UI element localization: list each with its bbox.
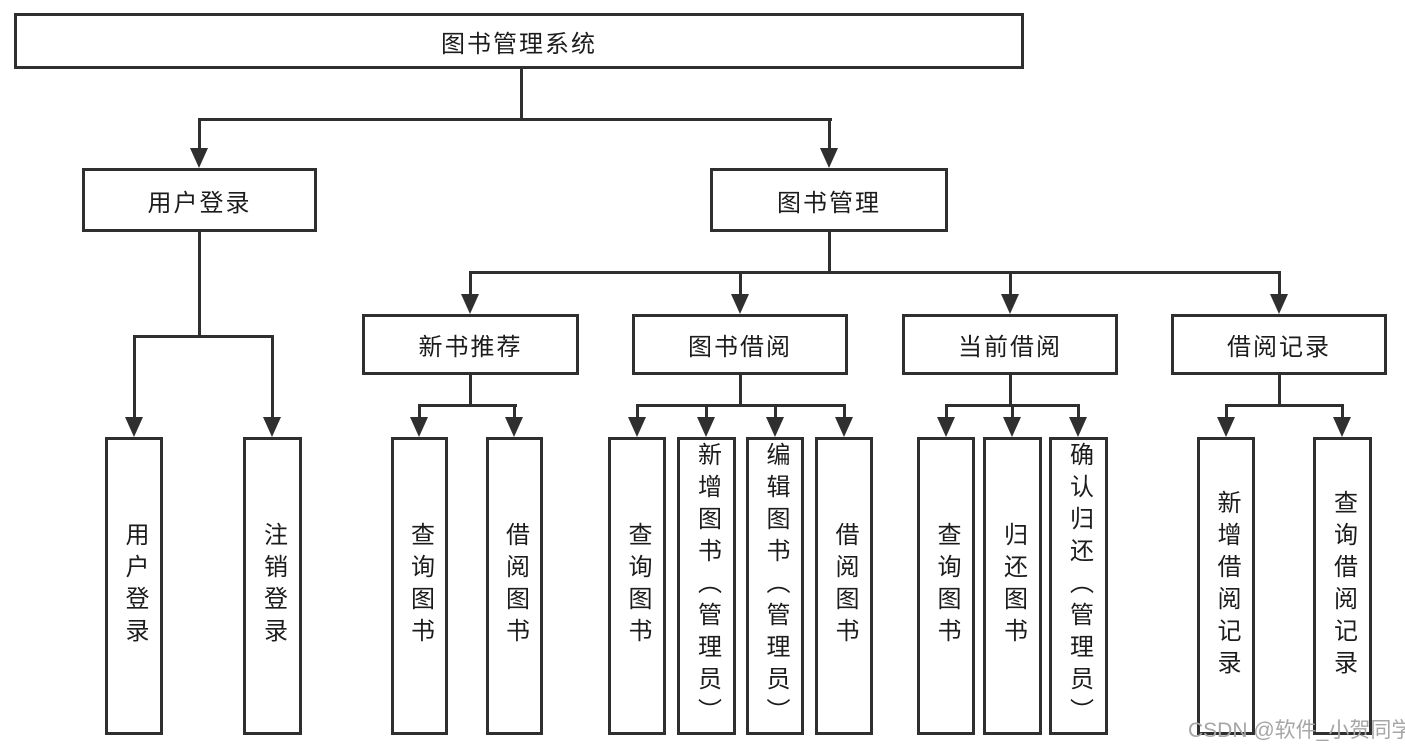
csdn-watermark: CSDN @软件_小贺同学 [1188, 719, 1405, 742]
arrow-down-icon [820, 148, 838, 168]
arrow-down-icon [190, 148, 208, 168]
arrow-down-icon [125, 417, 143, 437]
connector-drop [828, 118, 831, 150]
connector-drop [739, 271, 742, 296]
connector-branch-stem [1009, 375, 1012, 406]
connector-drop [1077, 404, 1080, 419]
connector-drop [843, 404, 846, 419]
arrow-down-icon [1001, 294, 1019, 314]
arrow-down-icon [766, 417, 784, 437]
arrow-down-icon [731, 294, 749, 314]
arrow-down-icon [835, 417, 853, 437]
connector-drop [1225, 404, 1228, 419]
connector-book-mgmt-stem [828, 232, 831, 274]
node-book-management: 图书管理 [710, 168, 948, 232]
node-borrow-records: 借阅记录 [1171, 314, 1387, 375]
node-current-borrow: 当前借阅 [902, 314, 1118, 375]
connector-drop [271, 335, 274, 419]
arrow-down-icon [505, 417, 523, 437]
leaf-add-book-admin: 新增图书（管理员） [677, 437, 736, 735]
node-book-borrow: 图书借阅 [632, 314, 848, 375]
arrow-down-icon [628, 417, 646, 437]
connector-level3-rail [469, 271, 1281, 274]
connector-user-login-rail [133, 335, 274, 338]
arrow-down-icon [937, 417, 955, 437]
connector-branch-stem [739, 375, 742, 406]
leaf-query-borrow-record: 查询借阅记录 [1313, 437, 1372, 735]
arrow-down-icon [697, 417, 715, 437]
connector-user-login-stem [198, 232, 201, 337]
leaf-logout: 注销登录 [243, 437, 302, 735]
connector-drop [636, 404, 639, 419]
connector-drop [705, 404, 708, 419]
connector-drop [469, 271, 472, 296]
connector-drop [133, 335, 136, 419]
node-root: 图书管理系统 [14, 13, 1024, 69]
node-user-login: 用户登录 [82, 168, 317, 232]
connector-drop [1011, 404, 1014, 419]
connector-drop [945, 404, 948, 419]
connector-root-stem [520, 69, 523, 120]
arrow-down-icon [1217, 417, 1235, 437]
arrow-down-icon [1003, 417, 1021, 437]
connector-drop [513, 404, 516, 419]
connector-branch-rail [418, 404, 517, 407]
arrow-down-icon [410, 417, 428, 437]
leaf-query-book-borrow: 查询图书 [608, 437, 666, 735]
leaf-confirm-return-admin: 确认归还（管理员） [1049, 437, 1108, 735]
arrow-down-icon [1069, 417, 1087, 437]
connector-drop [774, 404, 777, 419]
node-new-book-recommend: 新书推荐 [362, 314, 579, 375]
leaf-add-borrow-record: 新增借阅记录 [1197, 437, 1255, 735]
connector-branch-stem [1278, 375, 1281, 406]
connector-drop [1009, 271, 1012, 296]
connector-branch-rail [1225, 404, 1344, 407]
connector-drop [418, 404, 421, 419]
connector-drop [198, 118, 201, 150]
connector-level1-rail [198, 118, 832, 121]
leaf-query-book-recommend: 查询图书 [391, 437, 448, 735]
leaf-return-book: 归还图书 [983, 437, 1042, 735]
arrow-down-icon [1333, 417, 1351, 437]
connector-drop [1341, 404, 1344, 419]
leaf-query-book-current: 查询图书 [917, 437, 975, 735]
connector-branch-rail [636, 404, 846, 407]
connector-drop [1278, 271, 1281, 296]
leaf-borrow-book: 借阅图书 [815, 437, 873, 735]
leaf-edit-book-admin: 编辑图书（管理员） [746, 437, 804, 735]
connector-branch-stem [469, 375, 472, 406]
arrow-down-icon [461, 294, 479, 314]
arrow-down-icon [263, 417, 281, 437]
leaf-borrow-book-recommend: 借阅图书 [486, 437, 543, 735]
arrow-down-icon [1270, 294, 1288, 314]
leaf-user-login: 用户登录 [105, 437, 163, 735]
